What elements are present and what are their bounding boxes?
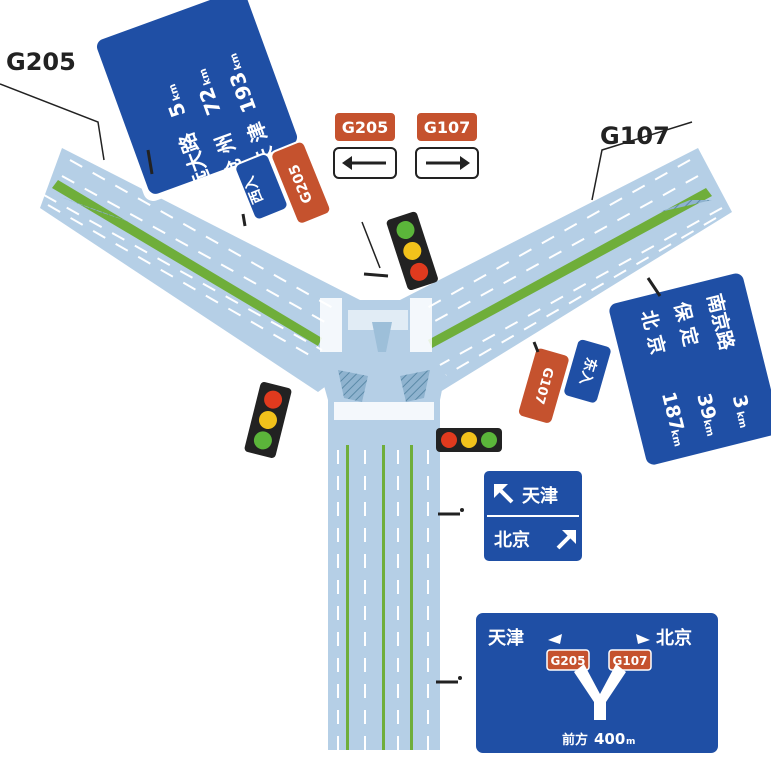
sign-route-right: G107: [415, 111, 479, 179]
advance-right-route: G107: [613, 654, 648, 668]
g205-row3-unit: km: [228, 51, 244, 71]
arrow-left-icon: [342, 156, 386, 170]
g107-row3-unit: km: [668, 429, 683, 448]
road-label-g107: G107: [600, 122, 670, 150]
traffic-light-west: [244, 382, 292, 458]
advance-ahead-text: 前方: [562, 732, 588, 748]
island-center: [372, 322, 392, 352]
lane-top-label: 天津: [522, 485, 558, 507]
island-left: [338, 370, 368, 402]
crosswalk-left: [320, 298, 342, 352]
island-right: [400, 370, 430, 402]
g107-row1-dist: 3: [728, 393, 753, 411]
road-label-g205-group: G205: [0, 48, 105, 161]
sign-distance-g107: 南京路 3 km 保 定 39 km 北 京 187 km: [602, 266, 771, 472]
advance-right-city: 北京: [656, 627, 692, 649]
sign-advance-junction: 天津 北京 G205 G107 前方 400 m: [474, 611, 720, 755]
traffic-light-east: [436, 428, 502, 452]
advance-ahead-dist: 400: [594, 730, 625, 748]
median-south-center: [382, 445, 385, 750]
road-network: [40, 148, 732, 750]
advance-left-route: G205: [551, 654, 586, 668]
g107-row2-unit: km: [701, 419, 716, 438]
crosswalk-right: [410, 298, 432, 352]
sign-route-left: G205: [333, 111, 397, 179]
sign-entry-east: G107 东入: [516, 337, 613, 425]
median-g107: [428, 188, 712, 348]
route-left-label: G205: [342, 118, 389, 137]
road-label-g205: G205: [6, 48, 76, 76]
arrow-up-left-icon: [494, 484, 514, 504]
crosswalk-south: [334, 402, 434, 420]
median-south-right: [410, 445, 413, 750]
traffic-light-north: [361, 211, 438, 291]
lane-bottom-label: 北京: [494, 529, 530, 551]
g205-row2-unit: km: [198, 67, 214, 87]
post-g107-sign: [646, 277, 662, 297]
sign-lane-direction: 天津 北京: [482, 469, 584, 563]
sign-distance-g205: 远大路 5 km 沧 州 72 km 天 津 193 km: [89, 0, 305, 201]
road-label-g107-group: G107: [591, 121, 693, 201]
advance-left-city: 天津: [488, 627, 524, 649]
median-south-left: [346, 445, 349, 750]
arrow-right-icon: [426, 156, 470, 170]
advance-ahead-unit: m: [626, 737, 635, 747]
median-g205: [52, 180, 322, 346]
g205-row1-unit: km: [167, 82, 183, 102]
post-g205-sign: [146, 149, 154, 175]
arrow-up-right-icon: [556, 530, 576, 550]
g107-row1-unit: km: [734, 410, 749, 429]
route-right-label: G107: [424, 118, 471, 137]
y-junction-icon: [548, 634, 650, 720]
